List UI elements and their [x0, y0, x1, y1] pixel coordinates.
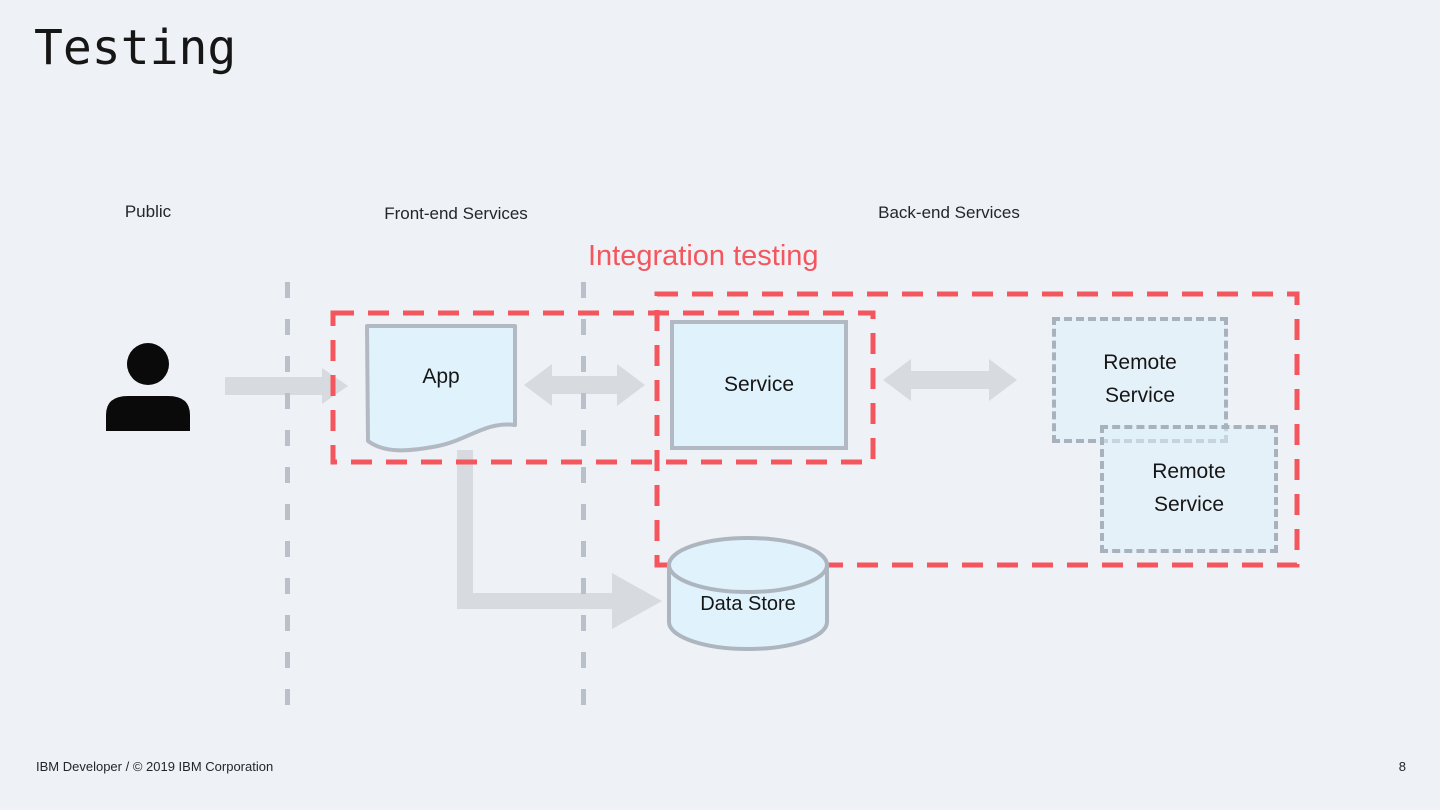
lane-label-frontend: Front-end Services	[384, 204, 528, 223]
remote-service-top-label: Remote Service	[1103, 351, 1177, 407]
app-label: App	[422, 365, 460, 388]
data-store-label: Data Store	[700, 593, 796, 615]
footer-text: IBM Developer / © 2019 IBM Corporation	[36, 759, 274, 774]
lane-label-backend: Back-end Services	[878, 203, 1020, 222]
arrow-double-horizontal-icon	[883, 359, 1017, 401]
arrow-double-horizontal-icon	[524, 364, 645, 406]
remote-service-bottom-node: Remote Service	[1100, 425, 1278, 553]
app-document-shape	[365, 324, 517, 453]
lane-label-public: Public	[124, 202, 172, 221]
arrow-elbow-right-icon	[457, 450, 662, 629]
page-number: 8	[1398, 759, 1406, 774]
remote-service-bottom-label: Remote Service	[1152, 460, 1226, 516]
remote-service-top-node: Remote Service	[1052, 317, 1228, 443]
slide-title: Testing	[34, 20, 237, 76]
user-icon	[106, 343, 190, 431]
integration-testing-label: Integration testing	[588, 240, 819, 272]
integration-scope-backend	[654, 291, 1300, 568]
integration-scope-app-service	[330, 310, 876, 465]
service-node	[670, 320, 848, 450]
arrow-right-icon	[225, 368, 348, 404]
service-label: Service	[723, 373, 795, 396]
data-store-cylinder-top	[667, 536, 829, 594]
